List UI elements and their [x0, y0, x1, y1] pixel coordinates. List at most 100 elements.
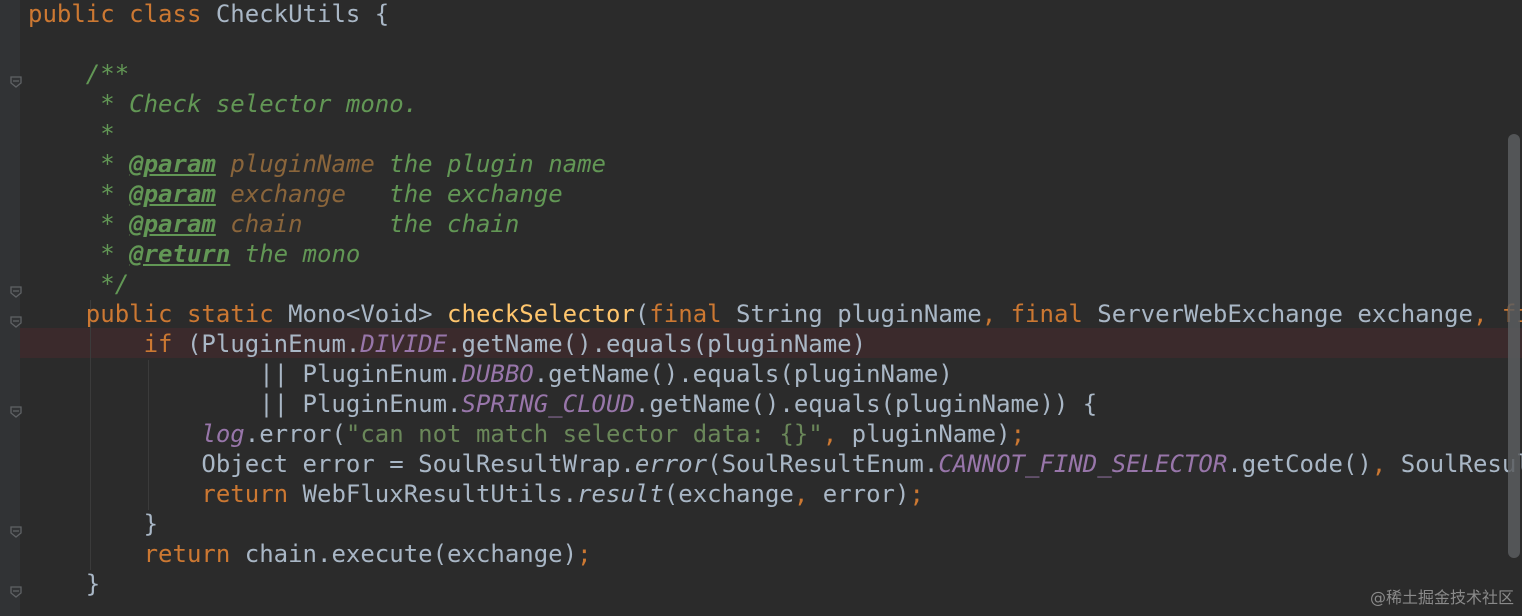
code-token: the exchange	[345, 180, 563, 208]
code-token: error)	[822, 480, 910, 508]
code-token: *	[28, 240, 130, 268]
fold-marker-icon[interactable]	[9, 397, 23, 418]
code-token: .getCode()	[1227, 450, 1372, 478]
code-token: SPRING_CLOUD	[461, 390, 635, 418]
code-token: @param	[129, 210, 216, 238]
code-token: the mono	[230, 240, 361, 268]
fold-marker-icon[interactable]	[9, 517, 23, 538]
code-line[interactable]: log.error("can not match selector data: …	[28, 419, 1025, 449]
code-token: *	[28, 180, 130, 208]
fold-marker-icon[interactable]	[9, 67, 23, 88]
code-line[interactable]: * Check selector mono.	[28, 89, 418, 119]
code-line[interactable]: *	[28, 119, 115, 149]
indent-guide	[90, 300, 91, 570]
code-line[interactable]: * @param chain the chain	[28, 209, 519, 239]
code-line[interactable]: || PluginEnum.DUBBO.getName().equals(plu…	[28, 359, 953, 389]
code-line[interactable]: public static Mono<Void> checkSelector(f…	[28, 299, 1522, 329]
indent-guide	[148, 360, 149, 510]
code-token	[28, 420, 201, 448]
code-line[interactable]: return WebFluxResultUtils.result(exchang…	[28, 479, 924, 509]
code-token: (PluginEnum.	[186, 330, 361, 358]
code-token: exchange	[230, 180, 346, 208]
code-token	[216, 210, 230, 238]
code-token: ;	[577, 540, 592, 568]
code-line[interactable]: return chain.execute(exchange);	[28, 539, 592, 569]
code-token: ;	[909, 480, 924, 508]
code-line[interactable]: }	[28, 569, 100, 599]
code-token: (SoulResultEnum.	[707, 450, 939, 478]
code-token: }	[28, 510, 159, 538]
code-line[interactable]: * @param pluginName the plugin name	[28, 149, 606, 179]
code-token: *	[28, 150, 130, 178]
code-line[interactable]: /**	[28, 59, 129, 89]
code-token: || PluginEnum.	[28, 390, 462, 418]
code-token: *	[28, 120, 115, 148]
code-token: public class	[28, 0, 216, 28]
code-line[interactable]: public class CheckUtils {	[28, 0, 389, 29]
code-token: the chain	[302, 210, 520, 238]
code-token: String pluginName	[736, 300, 982, 328]
code-token: @return	[129, 240, 231, 268]
code-token: ,	[981, 300, 1011, 328]
code-token: chain.execute(exchange)	[244, 540, 578, 568]
code-token: if	[28, 330, 187, 358]
code-token: @param	[129, 150, 216, 178]
fold-marker-icon[interactable]	[9, 577, 23, 598]
code-line[interactable]: if (PluginEnum.DIVIDE.getName().equals(p…	[28, 329, 866, 359]
code-token: CANNOT_FIND_SELECTOR	[938, 450, 1228, 478]
highlighted-error-line	[20, 328, 1522, 358]
code-token: Object error = SoulResultWrap.	[28, 450, 635, 478]
code-line[interactable]: Object error = SoulResultWrap.error(Soul…	[28, 449, 1522, 479]
code-token: Mono<Void>	[288, 300, 448, 328]
code-token: .getName().equals(pluginName)	[533, 360, 953, 388]
code-token: ServerWebExchange exchange	[1097, 300, 1473, 328]
code-token: ,	[1472, 300, 1502, 328]
watermark: @稀土掘金技术社区	[1369, 588, 1514, 607]
code-token	[216, 180, 230, 208]
code-token: public static	[28, 300, 289, 328]
code-token: ,	[1371, 450, 1401, 478]
code-token: .error(	[244, 420, 346, 448]
code-token: DIVIDE	[360, 330, 448, 358]
code-line[interactable]: */	[28, 269, 129, 299]
code-token: */	[28, 270, 130, 298]
code-line[interactable]: * @param exchange the exchange	[28, 179, 563, 209]
code-token: @param	[129, 180, 216, 208]
code-token: || PluginEnum.	[28, 360, 462, 388]
code-token: WebFluxResultUtils.	[302, 480, 578, 508]
code-token: /**	[28, 60, 130, 88]
code-token: .getName().equals(pluginName)) {	[634, 390, 1098, 418]
code-token: ,	[822, 420, 852, 448]
code-token: final	[1010, 300, 1098, 328]
code-token: ,	[793, 480, 823, 508]
code-token: checkSelector	[447, 300, 635, 328]
code-token: * Check selector mono.	[28, 90, 419, 118]
code-token: DUBBO	[461, 360, 534, 388]
code-token: }	[28, 570, 101, 598]
editor-gutter[interactable]	[0, 0, 23, 616]
code-line[interactable]: }	[28, 509, 158, 539]
code-token: error	[634, 450, 708, 478]
code-line[interactable]: || PluginEnum.SPRING_CLOUD.getName().equ…	[28, 389, 1097, 419]
code-token: log	[201, 420, 245, 448]
code-token: "can not match selector data: {}"	[345, 420, 823, 448]
code-token: (exchange	[663, 480, 794, 508]
code-token: SoulResultEr	[1400, 450, 1522, 478]
fold-marker-icon[interactable]	[9, 277, 23, 298]
code-token: final	[649, 300, 737, 328]
code-token: CheckUtils {	[215, 0, 390, 28]
code-token: the plugin name	[374, 150, 606, 178]
code-token: return	[28, 540, 245, 568]
code-token: pluginName	[230, 150, 375, 178]
code-token: return	[28, 480, 303, 508]
code-line[interactable]: * @return the mono	[28, 239, 360, 269]
code-token: (	[634, 300, 650, 328]
fold-marker-icon[interactable]	[9, 307, 23, 328]
code-token: pluginName)	[851, 420, 1011, 448]
code-token: *	[28, 210, 130, 238]
code-token: result	[577, 480, 664, 508]
code-token: ;	[1010, 420, 1026, 448]
vertical-scrollbar[interactable]	[1508, 134, 1520, 558]
code-token: chain	[230, 210, 303, 238]
